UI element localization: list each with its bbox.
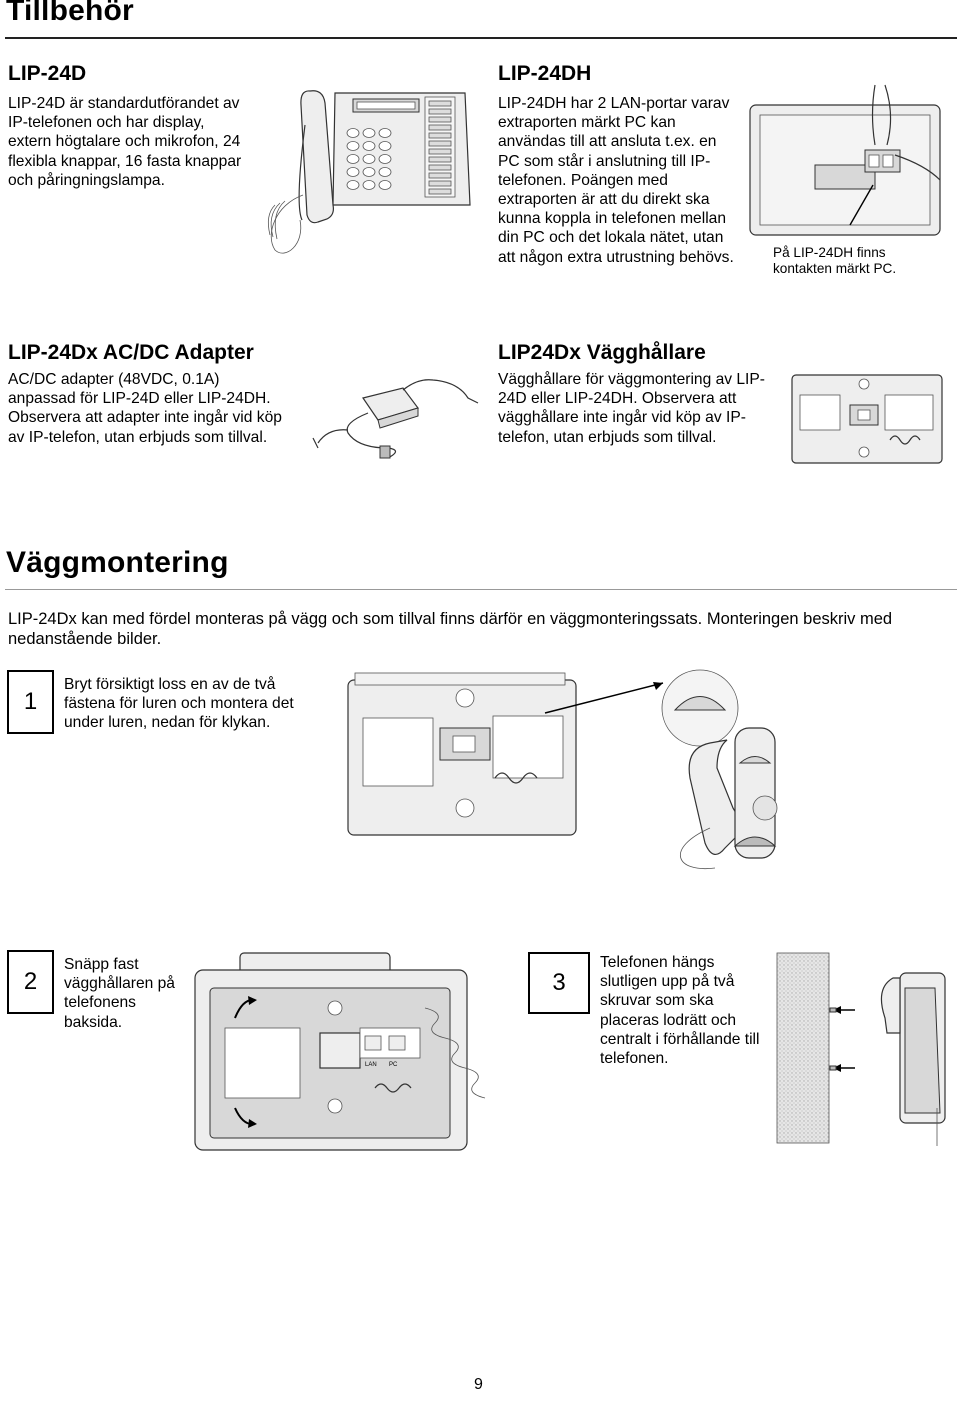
phone-key-icon <box>378 167 392 177</box>
lip24d-phone-illustration <box>267 90 471 254</box>
phone-key-icon <box>378 180 392 190</box>
phone-flex-key-icon <box>428 140 452 147</box>
phone-flex-key-icon <box>428 164 452 171</box>
step-2-number: 2 <box>7 950 54 1014</box>
phone-flex-key-icon <box>428 156 452 163</box>
phone-key-icon <box>346 154 360 164</box>
phone-flex-key-icon <box>428 180 452 187</box>
phone-key-icon <box>378 141 392 151</box>
lip24dh-caption: På LIP-24DH finns kontakten märkt PC. <box>773 245 897 276</box>
step-1-illustration <box>347 669 778 870</box>
lip24dh-back-illustration <box>749 84 941 236</box>
lip24d-body: LIP-24D är standardutförandet av IP-tele… <box>8 95 242 189</box>
step-2-illustration: LAN PC <box>194 952 486 1151</box>
phone-key-icon <box>362 180 376 190</box>
phone-key-icon <box>346 141 360 151</box>
phone-key-icon <box>362 167 376 177</box>
adapter-body: AC/DC adapter (48VDC, 0.1A) anpassad för… <box>8 371 282 446</box>
phone-flex-key-icon <box>428 188 452 195</box>
title-rule <box>5 37 957 39</box>
phone-flex-key-icon <box>428 148 452 155</box>
phone-flex-key-icon <box>428 132 452 139</box>
phone-flex-key-icon <box>428 108 452 115</box>
section-rule <box>5 589 957 590</box>
lip24d-heading: LIP-24D <box>8 62 87 85</box>
phone-key-icon <box>378 154 392 164</box>
phone-flex-key-icon <box>428 172 452 179</box>
wallmount-holder-body: Vägghållare för väggmontering av LIP-24D… <box>498 371 765 446</box>
phone-key-icon <box>346 128 360 138</box>
adapter-heading: LIP-24Dx AC/DC Adapter <box>8 341 254 364</box>
phone-flex-key-icon <box>428 124 452 131</box>
wallmount-holder-heading: LIP24Dx Vägghållare <box>498 341 706 364</box>
step-1-text: Bryt försiktigt loss en av de två fästen… <box>64 676 294 732</box>
section-intro: LIP-24Dx kan med fördel monteras på vägg… <box>8 610 893 648</box>
page-number: 9 <box>474 1376 483 1393</box>
adapter-illustration <box>312 379 479 459</box>
lip24dh-body: LIP-24DH har 2 LAN-portar varav extrapor… <box>498 95 734 266</box>
wallmount-holder-illustration <box>791 374 943 464</box>
lip24dh-heading: LIP-24DH <box>498 62 592 85</box>
step-3-illustration <box>776 952 946 1146</box>
phone-key-icon <box>362 141 376 151</box>
step-2-text: Snäpp fast vägghållaren på telefonens ba… <box>64 956 175 1031</box>
step2-port-label-lan: LAN <box>365 1062 377 1068</box>
phone-key-icon <box>346 167 360 177</box>
step2-port-label-pc: PC <box>389 1062 398 1068</box>
phone-key-icon <box>378 128 392 138</box>
phone-flex-key-icon <box>428 116 452 123</box>
phone-flex-key-icon <box>428 100 452 107</box>
step-1-number: 1 <box>7 670 54 734</box>
page-title: Tillbehör <box>6 0 134 27</box>
phone-key-icon <box>362 128 376 138</box>
step-3-text: Telefonen hängs slutligen upp på två skr… <box>600 954 760 1068</box>
section-title: Väggmontering <box>6 546 229 579</box>
phone-key-icon <box>346 180 360 190</box>
phone-key-icon <box>362 154 376 164</box>
step-3-number: 3 <box>528 952 590 1014</box>
